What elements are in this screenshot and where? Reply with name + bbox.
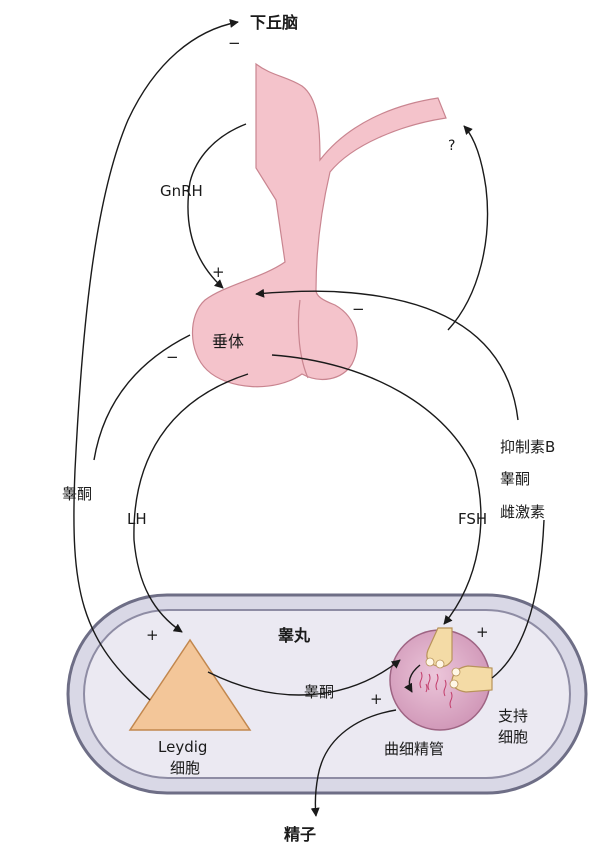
pituitary-minus-left-sign: − <box>166 348 179 366</box>
fsh-label: FSH <box>458 510 487 528</box>
testosterone-left-label: 睾酮 <box>62 485 92 503</box>
spermatid-dot <box>449 679 459 689</box>
leydig-to-hypothalamus-arrow <box>73 19 239 701</box>
leydig-plus-sign: + <box>146 626 159 644</box>
hypothalamus-label: 下丘脑 <box>250 13 298 32</box>
lh-label: LH <box>127 510 147 528</box>
sperm-squiggles <box>419 671 453 709</box>
pituitary-shape <box>191 62 447 388</box>
testosterone-to-pituitary-arrow <box>93 334 191 461</box>
sertoli-label-1: 支持 <box>498 707 528 725</box>
inhibin-label: 抑制素B <box>500 438 555 456</box>
leydig-cell-label: 细胞 <box>170 759 200 777</box>
testosterone-inner-label: 睾酮 <box>304 683 334 701</box>
seminiferous-tubule <box>389 627 493 731</box>
pituitary-lobe-division <box>297 299 309 379</box>
pituitary-label: 垂体 <box>212 332 244 351</box>
tubule-label: 曲细精管 <box>384 740 444 758</box>
leydig-cell-shape <box>128 638 252 731</box>
lh-arrow <box>133 373 249 633</box>
leydig-to-tubule-arrow <box>207 659 401 696</box>
sperm-label: 精子 <box>284 825 316 844</box>
question-mark: ? <box>448 138 455 154</box>
gnrh-plus-sign: + <box>212 263 225 281</box>
lumen-flow-arrow <box>404 664 421 693</box>
sperm-output-arrow <box>310 709 397 817</box>
inhibin-feedback-arrow <box>255 288 519 421</box>
spermatid-dot <box>435 659 445 669</box>
spermatid-dot <box>425 657 435 667</box>
tubule-to-hypothalamus-arrow <box>491 519 545 679</box>
estrogen-label: 雌激素 <box>500 503 545 521</box>
tubule-plus-top-sign: + <box>476 623 489 641</box>
gnrh-label: GnRH <box>160 182 203 200</box>
fsh-arrow <box>271 354 482 625</box>
sertoli-cell-right <box>451 665 493 693</box>
leydig-label: Leydig <box>158 738 207 756</box>
sertoli-label-2: 细胞 <box>498 728 528 746</box>
upper-feedback-arrow <box>447 125 489 331</box>
pituitary-gland <box>191 62 447 388</box>
spermatid-dot <box>451 667 461 677</box>
hypothalamus-minus-sign: − <box>228 34 241 52</box>
pituitary-minus-right-sign: − <box>352 300 365 318</box>
gnrh-arrow <box>187 123 247 289</box>
testis-label: 睾丸 <box>278 626 311 645</box>
sertoli-cell-top <box>426 627 453 668</box>
testosterone-right-label: 睾酮 <box>500 470 530 488</box>
tubule-plus-left-sign: + <box>370 690 383 708</box>
